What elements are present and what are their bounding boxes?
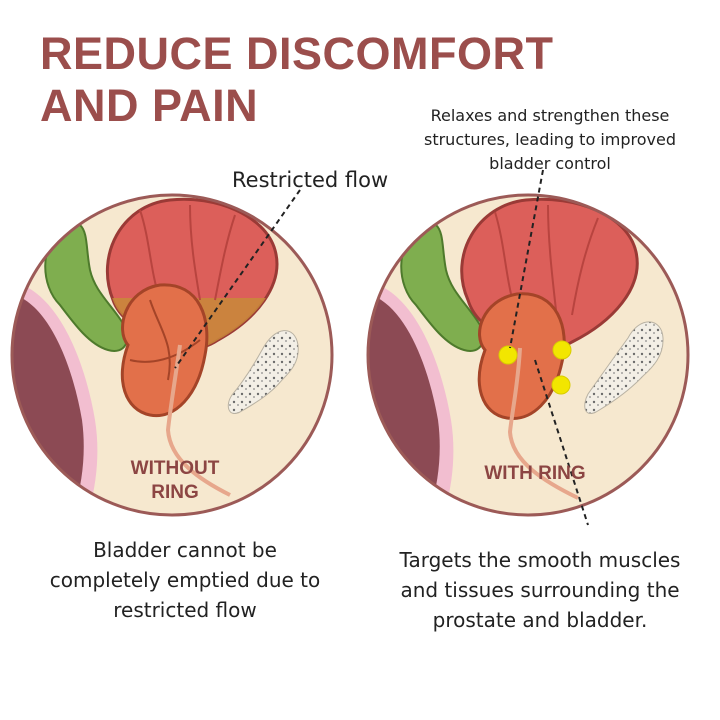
left-callout-line [174, 189, 301, 369]
left-circle-border [10, 193, 334, 517]
headline-line-2: AND PAIN [40, 80, 259, 131]
left-prostate [120, 283, 209, 418]
restricted-flow-label: Restricted flow [232, 168, 389, 192]
with-ring-label: WITH RING [484, 463, 586, 484]
right-cross-section [366, 169, 690, 526]
headline: REDUCE DISCOMFORT AND PAIN [40, 28, 554, 132]
without-ring-label: WITHOUT RING [130, 458, 220, 503]
headline-line-1: REDUCE DISCOMFORT [40, 28, 554, 79]
left-cross-section [10, 189, 334, 517]
left-caption: Bladder cannot be completely emptied due… [49, 538, 321, 622]
right-bone-fragment [584, 321, 664, 414]
target-dot-2 [552, 340, 572, 360]
target-dot-1 [498, 345, 518, 365]
right-callout-line-bottom [534, 359, 589, 526]
left-bone-fragment [227, 330, 299, 414]
right-caption: Targets the smooth muscles and tissues s… [399, 548, 681, 632]
target-dot-3 [551, 375, 571, 395]
relaxes-callout-label: Relaxes and strengthen these structures,… [423, 106, 676, 173]
right-circle-border [366, 193, 690, 517]
left-urethra [165, 344, 231, 497]
right-urethra [507, 347, 579, 500]
right-callout-line-top [509, 169, 544, 349]
